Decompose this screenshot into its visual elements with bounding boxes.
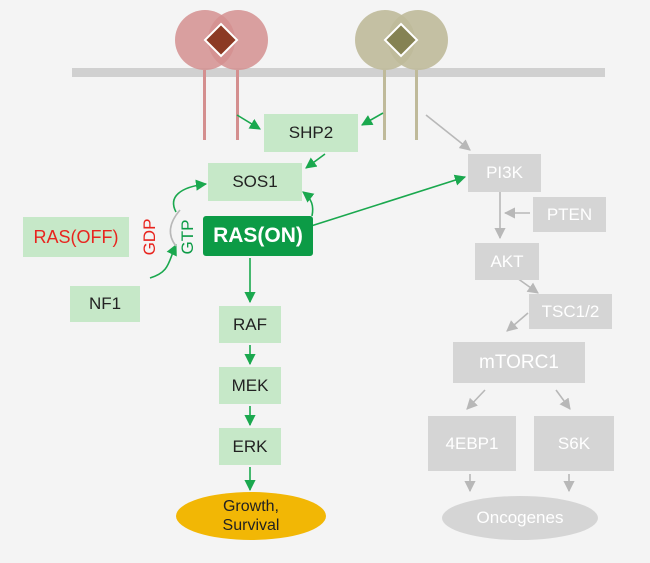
pi3k-pathway-arrows — [425, 114, 575, 493]
ras-off-node: RAS(OFF) — [23, 217, 129, 257]
gdp-gtp-exchange-arc — [169, 209, 181, 247]
mek-node: MEK — [219, 367, 281, 404]
s6k-node: S6K — [534, 416, 614, 471]
pi3k-node: PI3K — [468, 154, 541, 192]
pten-node: PTEN — [533, 197, 606, 232]
cell-membrane — [72, 68, 605, 77]
sos1-node: SOS1 — [208, 163, 302, 201]
shp2-node: SHP2 — [264, 114, 358, 152]
nf1-node: NF1 — [70, 286, 140, 322]
oncogenes-ellipse: Oncogenes — [442, 496, 598, 540]
tsc12-node: TSC1/2 — [529, 294, 612, 329]
akt-node: AKT — [475, 243, 539, 280]
ras-pathway-arrows — [149, 112, 467, 492]
ligand-right-diamond — [383, 22, 419, 58]
erk-node: ERK — [219, 428, 281, 465]
ligand-left-diamond — [203, 22, 239, 58]
4ebp1-node: 4EBP1 — [428, 416, 516, 471]
gdp-label: GDP — [140, 218, 159, 256]
ras-on-node: RAS(ON) — [203, 216, 313, 256]
mtorc1-node: mTORC1 — [453, 342, 585, 383]
receptor-left — [175, 10, 268, 140]
growth-survival-ellipse: Growth, Survival — [176, 492, 326, 540]
gtp-label: GTP — [178, 219, 197, 255]
raf-node: RAF — [219, 306, 281, 343]
receptor-right — [355, 10, 448, 140]
